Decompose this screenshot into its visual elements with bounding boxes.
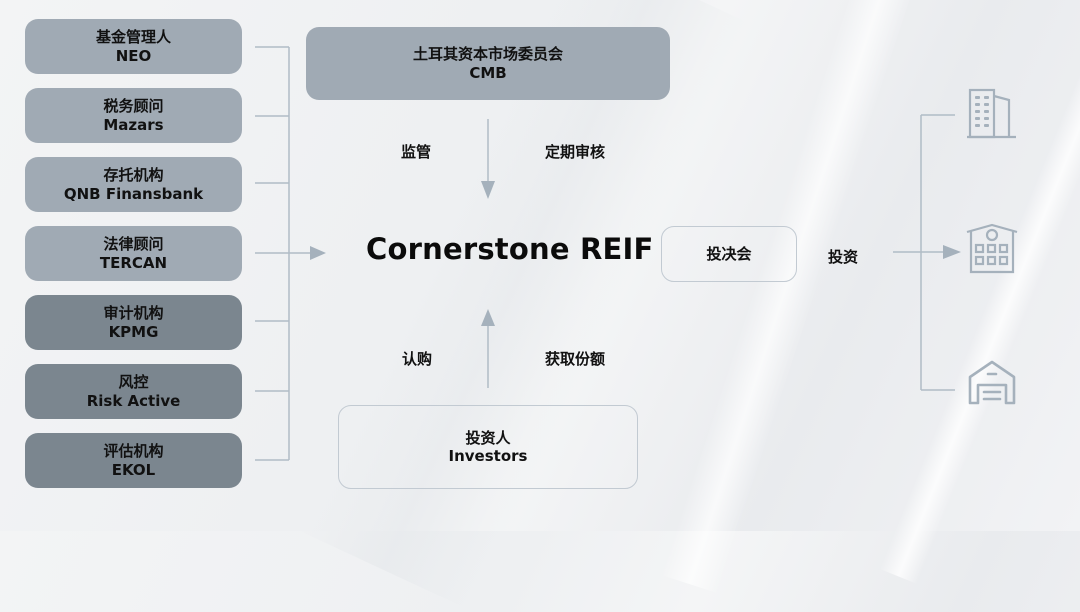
service-provider-box: 税务顾问 Mazars xyxy=(25,88,242,143)
committee-label: 投决会 xyxy=(706,244,752,263)
provider-role: 法律顾问 xyxy=(103,235,164,254)
provider-name: TERCAN xyxy=(99,253,168,272)
apartment-building-icon xyxy=(966,223,1018,274)
fund-title: Cornerstone REIF xyxy=(366,232,654,266)
office-building-icon xyxy=(967,88,1016,139)
regulator-name-en: CMB xyxy=(469,63,507,82)
provider-role: 风控 xyxy=(118,373,149,392)
provider-name: Risk Active xyxy=(86,391,181,410)
service-provider-box: 评估机构 EKOL xyxy=(25,433,242,488)
provider-name: QNB Finansbank xyxy=(63,184,204,203)
investors-name-en: Investors xyxy=(448,447,528,465)
warehouse-icon xyxy=(968,360,1016,405)
obtain-shares-label: 获取份额 xyxy=(545,350,606,368)
arrow-down-icon xyxy=(481,181,495,199)
connector-lines xyxy=(255,46,961,461)
investors-box: 投资人 Investors xyxy=(338,405,638,489)
provider-name: KPMG xyxy=(108,322,159,341)
supervision-label: 监管 xyxy=(401,143,432,161)
investors-name-zh: 投资人 xyxy=(465,428,511,447)
provider-role: 税务顾问 xyxy=(103,97,164,116)
service-provider-box: 基金管理人 NEO xyxy=(25,19,242,74)
invest-label: 投资 xyxy=(828,248,859,266)
provider-role: 审计机构 xyxy=(103,304,164,323)
regulator-name-zh: 土耳其资本市场委员会 xyxy=(412,45,563,64)
provider-name: EKOL xyxy=(111,460,156,479)
subscribe-label: 认购 xyxy=(402,350,433,368)
service-provider-box: 风控 Risk Active xyxy=(25,364,242,419)
regulator-box: 土耳其资本市场委员会 CMB xyxy=(306,27,670,100)
arrow-right-icon xyxy=(310,246,326,260)
arrow-right-icon xyxy=(943,245,961,259)
investment-committee-box: 投决会 xyxy=(661,226,797,282)
service-provider-box: 法律顾问 TERCAN xyxy=(25,226,242,281)
provider-name: NEO xyxy=(115,46,152,65)
periodic-review-label: 定期审核 xyxy=(545,143,606,161)
provider-role: 评估机构 xyxy=(103,442,164,461)
arrow-up-icon xyxy=(481,309,495,326)
provider-name: Mazars xyxy=(103,115,164,134)
service-provider-box: 存托机构 QNB Finansbank xyxy=(25,157,242,212)
service-provider-box: 审计机构 KPMG xyxy=(25,295,242,350)
provider-role: 存托机构 xyxy=(103,166,164,185)
provider-role: 基金管理人 xyxy=(95,28,171,47)
